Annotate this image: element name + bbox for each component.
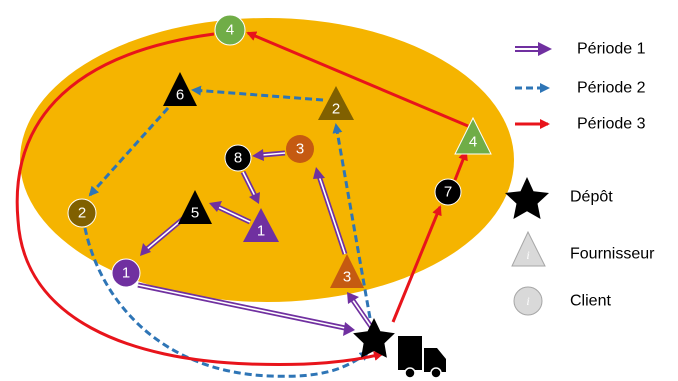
circle-icon: [513, 286, 543, 316]
route-p1-supplier1-customer5: [209, 201, 252, 225]
route-p1-depot-supplier3: [347, 292, 375, 330]
node-supplier-1: 1: [243, 208, 279, 242]
svg-text:3: 3: [296, 141, 304, 158]
node-supplier-3: 3: [330, 254, 364, 288]
route-p1-customer3-customer8: [252, 149, 286, 161]
svg-text:Client: Client: [570, 293, 611, 310]
svg-text:1: 1: [122, 265, 130, 282]
svg-text:4: 4: [226, 22, 234, 39]
svg-text:1: 1: [257, 223, 265, 240]
route-p1-customer5-customer1: [140, 216, 186, 256]
node-customer-7: 7: [434, 178, 462, 206]
legend-period-2: Période 2: [515, 80, 646, 97]
node-supplier-2: 2: [318, 86, 354, 120]
node-customer-1: 1: [111, 258, 141, 288]
legend-period-3: Période 3: [515, 116, 646, 133]
svg-text:Période 3: Période 3: [577, 116, 646, 133]
node-customer-4: 4: [214, 14, 246, 46]
svg-text:Période 2: Période 2: [577, 80, 646, 97]
svg-text:7: 7: [444, 184, 452, 201]
svg-text:6: 6: [176, 87, 184, 104]
route-p1-customer8-supplier1: [240, 170, 260, 204]
legend-supplier: i Fournisseur: [511, 230, 655, 267]
svg-text:Période 1: Période 1: [577, 41, 646, 58]
svg-text:3: 3: [343, 269, 351, 286]
route-p1-supplier3-customer3: [313, 167, 348, 255]
svg-text:i: i: [526, 294, 529, 308]
svg-text:2: 2: [332, 101, 340, 118]
svg-text:8: 8: [234, 150, 242, 167]
svg-text:4: 4: [469, 134, 477, 151]
legend-client: i Client: [513, 286, 611, 316]
legend-depot: Dépôt: [505, 177, 613, 219]
legend: Période 1 Période 2 Période 3 Dépôt i Fo…: [505, 41, 655, 316]
node-supplier-4: 4: [454, 116, 492, 155]
svg-text:2: 2: [78, 205, 86, 222]
period-3-route: [15, 31, 469, 367]
svg-text:Dépôt: Dépôt: [570, 189, 613, 206]
node-customer-8: 8: [224, 144, 252, 172]
node-customer-6: 6: [163, 72, 197, 106]
svg-text:Fournisseur: Fournisseur: [570, 246, 655, 263]
period-2-route: [83, 85, 372, 378]
node-customer-3: 3: [286, 135, 314, 163]
svg-text:i: i: [526, 248, 529, 262]
legend-period-1: Période 1: [515, 41, 646, 58]
route-p3-depot-customer7: [391, 205, 442, 323]
route-p3-supplier4-customer4: [246, 31, 469, 128]
route-p3-customer4-depot: [15, 32, 384, 367]
route-p2-customer2-depot: [83, 227, 370, 378]
svg-text:5: 5: [191, 205, 199, 222]
triangle-icon: [511, 230, 546, 267]
route-p1-customer1-depot: [137, 282, 355, 336]
node-customer-2: 2: [67, 198, 97, 228]
route-p3-customer7-supplier4: [453, 150, 468, 181]
period-1-route: [137, 149, 375, 336]
truck-icon: [398, 336, 446, 379]
depot-star-icon: [353, 318, 395, 358]
node-customer-5: 5: [178, 190, 212, 224]
route-p2-customer6-customer2: [88, 106, 170, 197]
service-region: [20, 18, 514, 302]
